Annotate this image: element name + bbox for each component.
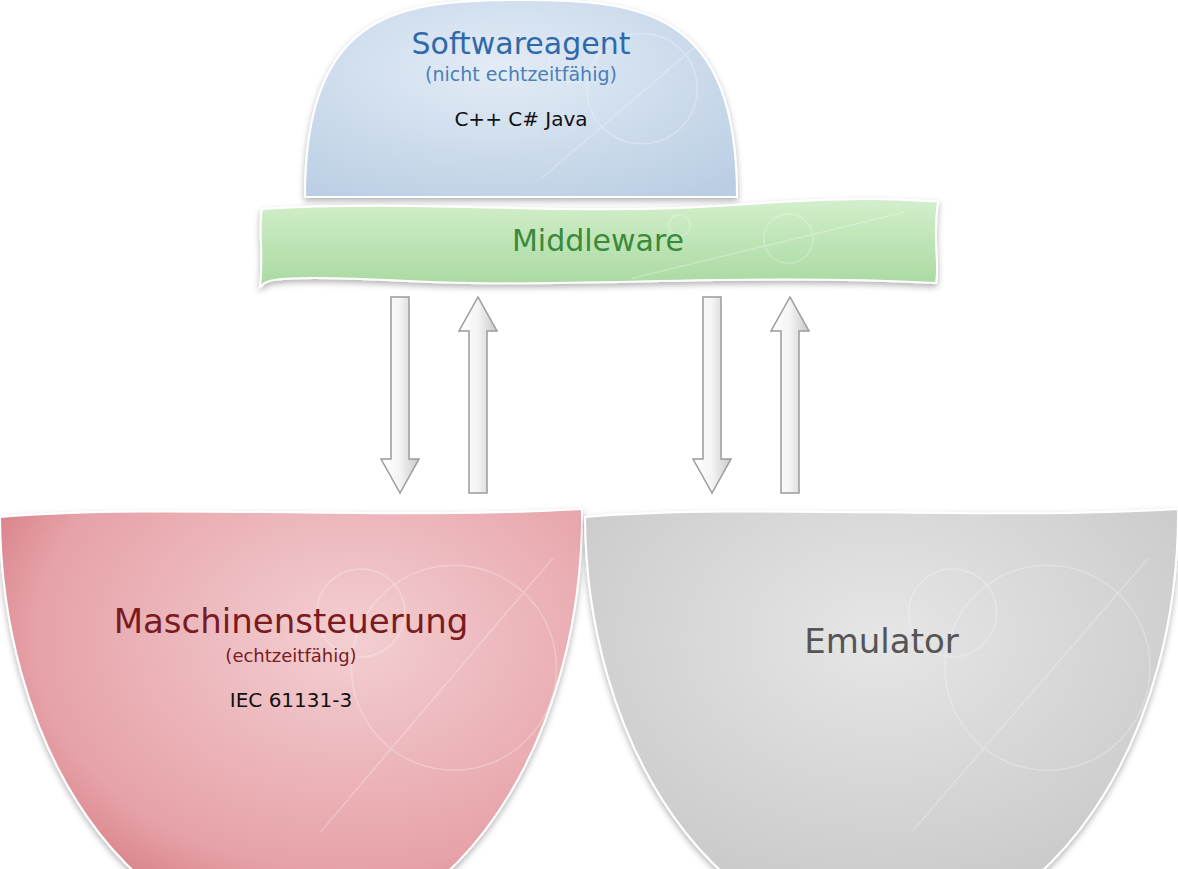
node-title: Maschinensteuerung — [114, 601, 469, 641]
agent-dome-fill — [305, 0, 737, 197]
block-arrow — [381, 297, 419, 493]
node-text-stack: Emulator — [585, 621, 1178, 661]
controller-bowl: Maschinensteuerung (echtzeitfähig) IEC 611… — [0, 503, 582, 869]
background-lineart — [909, 558, 1150, 833]
node-text-stack: Maschinensteuerung (echtzeitfähig) IEC 611… — [0, 601, 582, 712]
node-text-stack: Softwareagent(nicht echtzeitfähig) C++ C#… — [305, 26, 737, 131]
node-subtext: C++ C# Java — [454, 107, 587, 131]
node-title: Softwareagent — [412, 26, 631, 61]
agent-dome: Softwareagent(nicht echtzeitfähig) C++ C#… — [305, 0, 737, 197]
node-title: Emulator — [804, 621, 959, 661]
middleware-band: Middleware — [258, 199, 938, 287]
emulator-bowl: Emulator — [585, 503, 1178, 869]
block-arrow — [771, 297, 809, 493]
node-title: Middleware — [512, 223, 684, 258]
block-arrow — [459, 297, 497, 493]
emulator-bowl-outline — [585, 503, 1178, 869]
middleware-band-fill — [260, 199, 938, 287]
node-subtext: (nicht echtzeitfähig) — [425, 63, 617, 85]
block-arrow — [693, 297, 731, 493]
emulator-bowl-fill — [585, 509, 1178, 869]
controller-bowl-fill — [0, 509, 582, 869]
background-lineart — [317, 558, 557, 833]
node-subtext: (echtzeitfähig) — [225, 645, 356, 666]
node-text-stack: Middleware — [258, 223, 938, 258]
node-subtext: IEC 61131-3 — [230, 688, 352, 712]
controller-bowl-outline — [0, 503, 582, 869]
